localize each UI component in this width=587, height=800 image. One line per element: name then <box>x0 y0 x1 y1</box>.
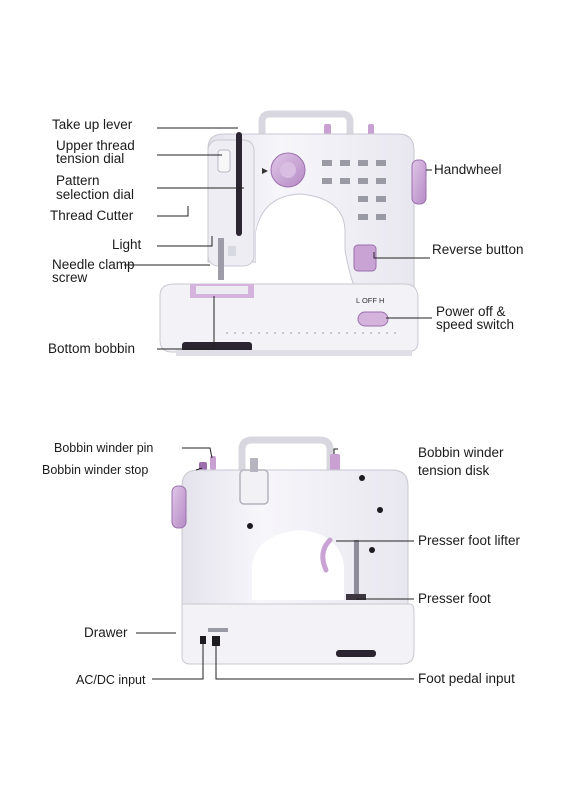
label-bobbin-winder-tension-disk-line2: tension disk <box>418 463 490 478</box>
front-pattern-dial-pointer <box>262 168 268 174</box>
front-needle-plate-inner <box>196 286 248 294</box>
label-bobbin-winder-tension-disk-line1: Bobbin winder <box>418 445 504 460</box>
label-take-up-lever: Take up lever <box>52 117 133 132</box>
label-power-switch-line2: speed switch <box>436 317 515 332</box>
back-presser-foot-lifter <box>320 537 333 573</box>
label-presser-foot: Presser foot <box>418 591 491 606</box>
front-machine <box>159 110 427 356</box>
front-arm-opening <box>256 198 344 290</box>
label-light: Light <box>112 237 142 252</box>
back-drawer-slot <box>336 650 376 657</box>
front-power-switch <box>357 311 389 327</box>
front-takeup-slot <box>236 132 242 236</box>
back-tension-disk <box>330 454 340 472</box>
switch-marks: L OFF H <box>356 296 384 305</box>
label-needle-clamp-screw-line2: screw <box>52 270 88 285</box>
back-foot-pedal-port <box>212 636 220 646</box>
leader-bobbin-winder-stop <box>195 467 203 471</box>
back-carry-handle <box>238 436 334 470</box>
back-port-label <box>208 628 228 632</box>
label-ac-dc-input: AC/DC input <box>76 673 146 687</box>
leader-tension-disk <box>333 448 338 454</box>
label-pattern-selection-dial-line2: selection dial <box>56 187 135 202</box>
leader-thread-cutter <box>157 206 189 217</box>
back-base <box>181 603 415 665</box>
label-upper-thread-tension-dial-line1: Upper thread <box>56 138 135 153</box>
label-drawer: Drawer <box>84 625 128 640</box>
label-upper-thread-tension-dial-line2: tension dial <box>56 151 125 166</box>
label-bottom-bobbin: Bottom bobbin <box>48 341 136 356</box>
back-needle-bar <box>354 540 359 596</box>
front-tension-dial <box>217 149 231 173</box>
back-handwheel <box>171 485 187 529</box>
back-machine <box>171 436 415 665</box>
leader-bobbin-winder-pin <box>182 447 213 459</box>
leader-light <box>157 236 213 247</box>
label-bobbin-winder-stop: Bobbin winder stop <box>42 463 149 477</box>
front-base-shadow <box>176 350 412 356</box>
label-pattern-selection-dial-line1: Pattern <box>56 173 100 188</box>
back-arm-opening <box>252 530 344 600</box>
label-bobbin-winder-pin: Bobbin winder pin <box>54 441 154 455</box>
back-bobbin-winder-pin <box>210 456 216 470</box>
label-handwheel: Handwheel <box>434 162 502 177</box>
leader-foot-pedal-input <box>215 646 414 680</box>
front-pattern-dial-center <box>280 162 296 178</box>
label-power-switch-line1: Power off & <box>436 304 506 319</box>
front-needle-bar <box>218 238 224 280</box>
label-foot-pedal-input: Foot pedal input <box>418 671 515 686</box>
back-presser-foot <box>346 594 366 600</box>
front-handwheel <box>411 159 427 205</box>
leader-bottom-bobbin <box>157 296 215 350</box>
front-stitch-pattern-icons <box>322 160 386 220</box>
back-spool-pin <box>250 458 258 472</box>
front-light <box>228 246 236 256</box>
front-reverse-button <box>353 244 377 272</box>
label-thread-cutter: Thread Cutter <box>50 208 134 223</box>
back-ac-dc-port <box>200 636 206 644</box>
front-carry-handle <box>258 110 354 138</box>
leader-ac-dc-input <box>152 644 204 680</box>
back-thread-spool <box>239 469 269 505</box>
label-presser-foot-lifter: Presser foot lifter <box>418 533 521 548</box>
label-needle-clamp-screw-line1: Needle clamp <box>52 257 135 272</box>
label-reverse-button: Reverse button <box>432 242 524 257</box>
front-base <box>159 283 419 353</box>
front-leader-lines <box>124 127 432 350</box>
back-leader-lines <box>136 447 414 680</box>
leader-reverse-button <box>373 252 430 259</box>
